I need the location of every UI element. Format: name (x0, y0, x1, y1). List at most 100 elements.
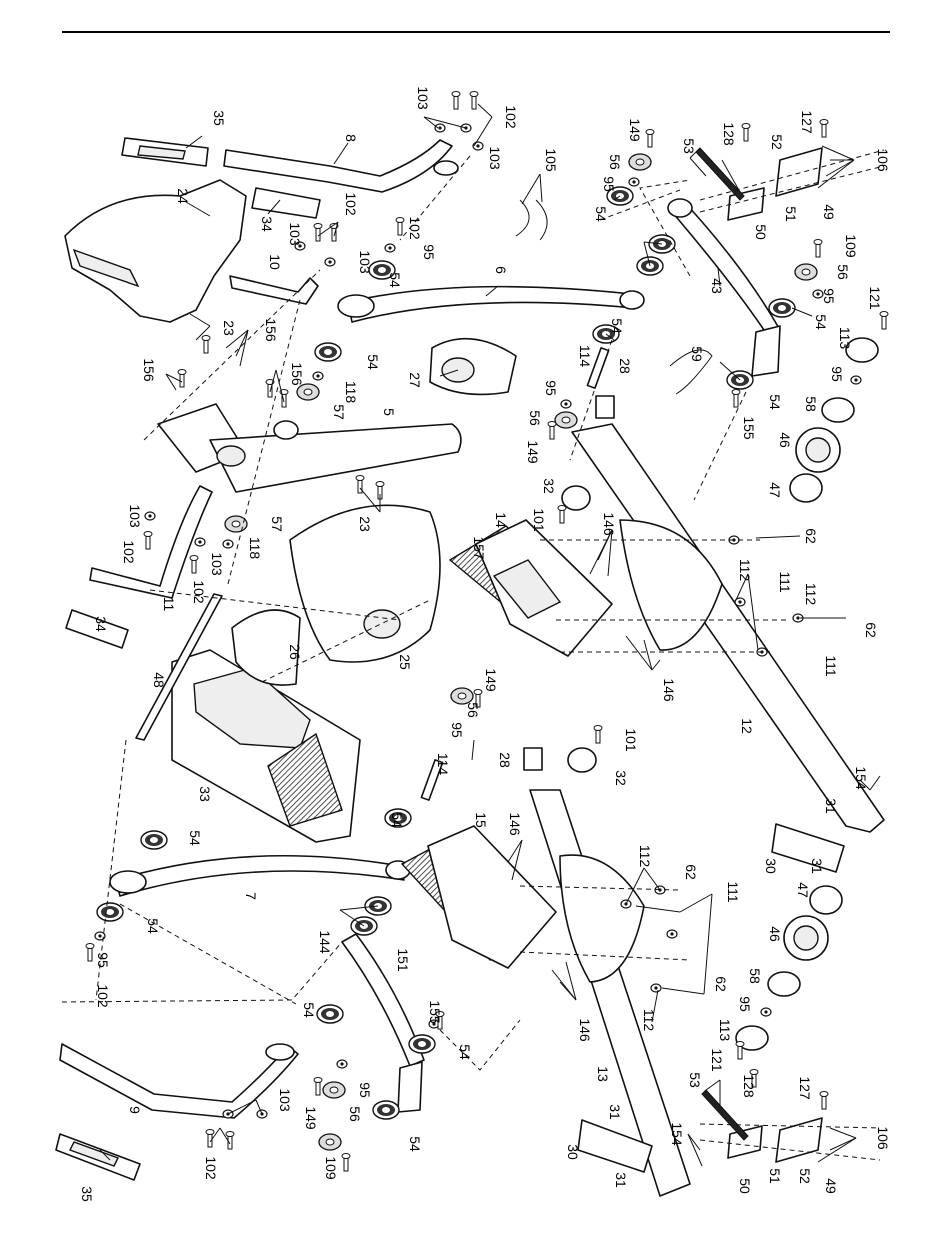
part-52-bracket-right (775, 147, 823, 197)
label-57: 57 (269, 516, 285, 532)
label-95: 95 (357, 1082, 373, 1098)
label-62: 62 (683, 864, 699, 880)
label-95: 95 (601, 176, 617, 192)
label-102: 102 (407, 216, 423, 240)
label-54: 54 (365, 354, 381, 370)
label-62: 62 (713, 976, 729, 992)
label-11: 11 (161, 597, 177, 612)
label-112: 112 (641, 1009, 657, 1032)
label-156: 156 (141, 358, 157, 382)
label-46: 46 (777, 432, 793, 448)
part-59-cable (669, 349, 713, 395)
label-149: 149 (627, 118, 643, 142)
part-48-rod (135, 593, 223, 741)
label-111: 111 (823, 655, 839, 676)
part-105-cables (515, 199, 548, 241)
label-50: 50 (753, 224, 769, 240)
part-labels: 35 8 103 102 103 24 34 102 103 102 10 10… (79, 86, 891, 1202)
label-59: 59 (689, 346, 705, 362)
label-155: 155 (427, 1000, 443, 1024)
label-151: 151 (395, 948, 411, 972)
label-50: 50 (737, 1178, 753, 1194)
label-103: 103 (127, 504, 143, 528)
label-144: 144 (317, 930, 333, 954)
label-56: 56 (465, 702, 481, 718)
part-15-pedal (427, 825, 557, 969)
label-121: 121 (709, 1048, 725, 1072)
label-103: 103 (209, 552, 225, 576)
label-24: 24 (175, 188, 191, 204)
label-149: 149 (525, 440, 541, 464)
label-54: 54 (301, 1002, 317, 1018)
label-30: 30 (763, 858, 779, 874)
label-146: 146 (507, 812, 523, 836)
label-103: 103 (277, 1088, 293, 1112)
label-146: 146 (577, 1018, 593, 1042)
label-28: 28 (497, 752, 513, 768)
part-32-wheel-left (567, 747, 597, 773)
label-102: 102 (191, 580, 207, 604)
label-32: 32 (613, 770, 629, 786)
part-52-bracket-left (775, 1117, 823, 1163)
label-56: 56 (347, 1106, 363, 1122)
label-43: 43 (709, 278, 725, 294)
label-35: 35 (79, 1186, 95, 1202)
label-13: 13 (595, 1066, 611, 1082)
label-7: 7 (243, 892, 259, 900)
label-156: 156 (289, 362, 305, 386)
label-33: 33 (197, 786, 213, 802)
part-30-foot-left (577, 1119, 653, 1173)
part-30-foot-right (771, 823, 845, 873)
label-58: 58 (747, 968, 763, 984)
label-102: 102 (503, 105, 519, 129)
label-32: 32 (541, 478, 557, 494)
label-62: 62 (803, 528, 819, 544)
label-28: 28 (617, 358, 633, 374)
label-35: 35 (211, 110, 227, 126)
label-25: 25 (397, 654, 413, 670)
label-23: 23 (357, 516, 373, 532)
part-8-handlebar (223, 139, 453, 193)
label-54: 54 (187, 830, 203, 846)
label-95: 95 (737, 996, 753, 1012)
part-53-spring-right (695, 147, 745, 201)
label-109: 109 (843, 234, 859, 258)
label-54: 54 (145, 918, 161, 934)
label-54: 54 (593, 206, 609, 222)
label-146: 146 (601, 512, 617, 536)
label-95: 95 (543, 380, 559, 396)
part-24-console-mast (64, 179, 247, 323)
label-95: 95 (421, 244, 437, 260)
label-5: 5 (381, 408, 397, 416)
label-47: 47 (795, 882, 811, 898)
label-54: 54 (387, 272, 403, 288)
part-50-bracket-left (727, 1125, 763, 1159)
part-26-cover (231, 609, 301, 686)
part-11-lower-handle (89, 485, 213, 599)
label-31: 31 (823, 798, 839, 814)
label-6: 6 (493, 266, 509, 274)
label-53: 53 (687, 1072, 703, 1088)
label-112: 112 (737, 559, 753, 582)
label-155: 155 (741, 416, 757, 440)
label-54: 54 (813, 314, 829, 330)
label-46: 46 (767, 926, 783, 942)
label-113: 113 (717, 1019, 733, 1042)
label-54: 54 (457, 1044, 473, 1060)
label-27: 27 (407, 372, 423, 388)
part-47-pulley-right (789, 473, 823, 503)
label-53: 53 (681, 138, 697, 154)
label-95: 95 (95, 952, 111, 968)
label-56: 56 (835, 264, 851, 280)
label-102: 102 (343, 192, 359, 216)
part-7-arm-lower (115, 854, 405, 897)
label-103: 103 (487, 146, 503, 170)
label-157: 157 (471, 536, 487, 560)
label-146: 146 (661, 678, 677, 702)
label-51: 51 (767, 1168, 783, 1184)
label-112: 112 (803, 583, 819, 606)
label-121: 121 (867, 286, 883, 310)
label-8: 8 (343, 134, 359, 142)
part-58-gear-left (767, 971, 801, 997)
